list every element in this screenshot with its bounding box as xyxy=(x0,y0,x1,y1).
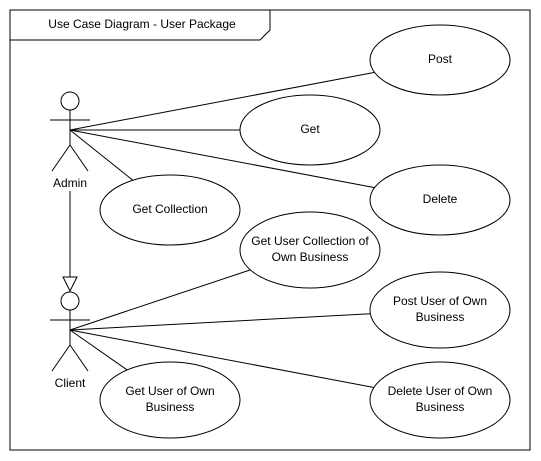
association-admin-delete xyxy=(69,129,375,189)
use-case-label: Own Business xyxy=(272,250,349,264)
use-case-label: Delete User of Own xyxy=(388,384,493,398)
use-case-label: Get User Collection of xyxy=(251,234,369,248)
use-case-label: Business xyxy=(146,400,195,414)
use-case-label: Post xyxy=(428,52,453,66)
use-case-label: Business xyxy=(416,400,465,414)
actor-left-leg xyxy=(51,144,71,172)
use-case-ellipse xyxy=(99,174,241,246)
actor-admin: Admin xyxy=(50,91,90,190)
actor-head xyxy=(60,91,80,111)
association-client-post-user-own-business xyxy=(69,313,371,331)
use-case-post: Post xyxy=(369,24,511,96)
actor-head xyxy=(60,291,80,311)
use-case-delete: Delete xyxy=(369,164,511,236)
generalization-arrowhead xyxy=(62,276,78,293)
use-case-get-collection: Get Collection xyxy=(99,174,241,246)
actor-label: Client xyxy=(55,376,86,390)
association-admin-post xyxy=(69,71,375,131)
actor-label: Admin xyxy=(53,176,87,190)
association-client-get-user-collection-own-business xyxy=(69,269,251,331)
connectors xyxy=(62,71,375,388)
association-client-delete-user-own-business xyxy=(69,329,374,388)
frame-title-tab xyxy=(10,9,271,41)
use-case-get: Get xyxy=(239,94,381,166)
actor-client: Client xyxy=(50,291,90,390)
use-case-ellipse xyxy=(369,361,511,439)
use-case-get-user-collection-own-business: Get User Collection of Own Business xyxy=(239,211,381,289)
use-case-label: Get User of Own xyxy=(125,384,214,398)
actor-right-leg xyxy=(69,344,89,372)
use-case-ellipse xyxy=(369,271,511,349)
use-case-label: Get Collection xyxy=(132,202,207,216)
association-client-get-user-own-business xyxy=(69,329,128,371)
use-case-ellipse xyxy=(239,211,381,289)
actor-right-leg xyxy=(69,144,89,172)
actor-left-leg xyxy=(51,344,71,372)
use-case-label: Get xyxy=(300,122,320,136)
use-case-label: Post User of Own xyxy=(393,294,487,308)
association-admin-get-collection xyxy=(69,129,134,181)
use-case-label: Delete xyxy=(423,192,458,206)
use-case-ellipse xyxy=(369,164,511,236)
use-case-ellipse xyxy=(239,94,381,166)
use-case-label: Business xyxy=(416,310,465,324)
frame-title: Use Case Diagram - User Package xyxy=(48,17,236,31)
use-case-ellipse xyxy=(99,361,241,439)
use-case-ellipse xyxy=(369,24,511,96)
